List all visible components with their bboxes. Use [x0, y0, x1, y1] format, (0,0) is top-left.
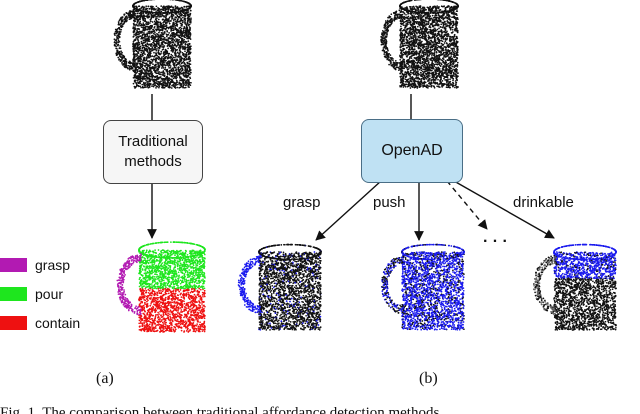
edge-label-drinkable: drinkable: [513, 194, 574, 211]
subfigure-label-a: (a): [96, 370, 114, 387]
mug-point-cloud-top-right: [380, 0, 459, 89]
arrow-dashed: [446, 180, 488, 230]
legend-swatch-grasp: [0, 258, 27, 272]
subfigure-label-b: (b): [419, 370, 438, 387]
mug-point-cloud-drinkable-result: [532, 243, 617, 331]
edge-label-push: push: [373, 194, 406, 211]
edge-label-grasp: grasp: [283, 194, 321, 211]
legend-item-contain: contain: [0, 314, 80, 332]
arrow-grasp: [315, 180, 382, 241]
figure-caption: Fig. 1. The comparison between tradition…: [0, 405, 440, 414]
legend-item-pour: pour: [0, 285, 63, 303]
legend-swatch-pour: [0, 287, 27, 301]
legend-label-contain: contain: [35, 315, 81, 331]
openad-box: OpenAD: [361, 119, 463, 183]
openad-label: OpenAD: [381, 142, 443, 159]
legend-swatch-contain: [0, 316, 27, 330]
mug-point-cloud-grasp-result: [237, 243, 322, 331]
traditional-methods-box: Traditional methods: [103, 120, 203, 184]
mug-point-cloud-traditional-result: [116, 241, 206, 333]
mug-point-cloud-push-result: [380, 243, 465, 331]
legend-label-pour: pour: [35, 286, 64, 302]
legend-label-grasp: grasp: [35, 257, 71, 273]
edge-label-ellipsis: · · ·: [483, 233, 508, 250]
arrow-drinkable: [453, 180, 555, 239]
mug-point-cloud-top-left: [113, 0, 192, 89]
traditional-methods-label: Traditional methods: [118, 133, 188, 170]
legend-item-grasp: grasp: [0, 256, 70, 274]
